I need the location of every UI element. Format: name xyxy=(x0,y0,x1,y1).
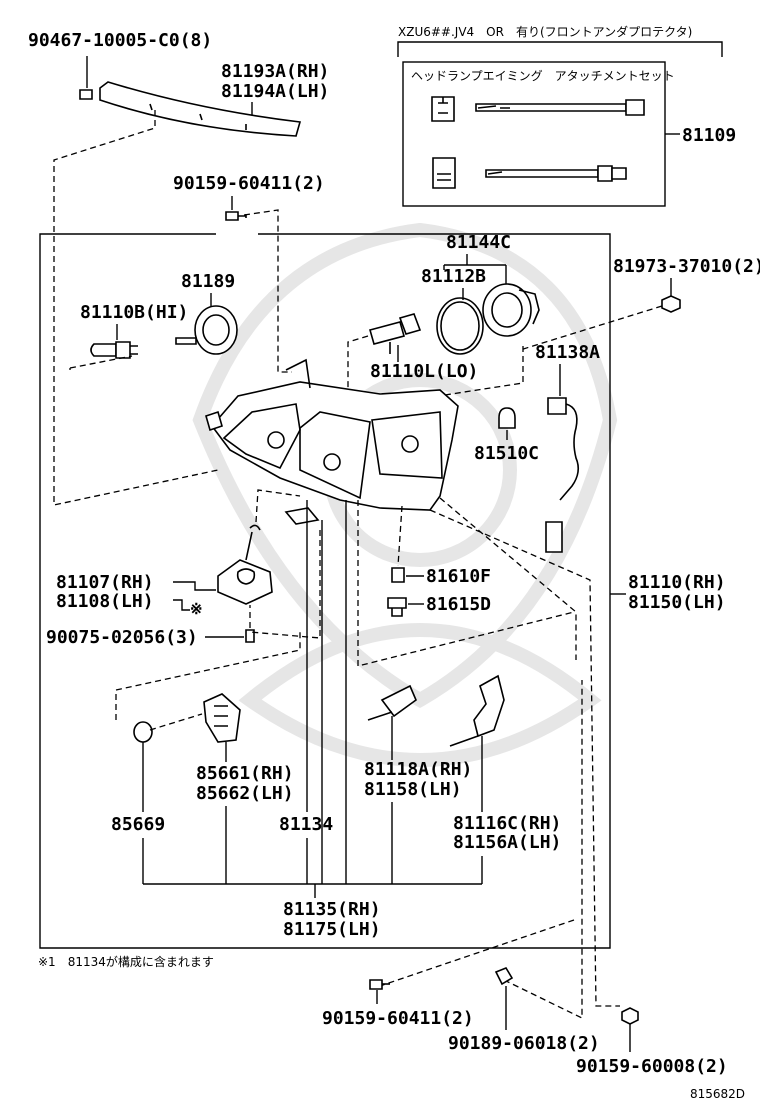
label-81108: 81108(LH) xyxy=(56,591,154,612)
label-mark-1: ※ xyxy=(190,600,203,618)
footnote: ※1 81134が構成に含まれます xyxy=(38,954,214,969)
screw-90159-top xyxy=(225,211,247,221)
motor-85661 xyxy=(203,693,241,743)
assembly-frame xyxy=(39,233,611,949)
label-81150: 81150(LH) xyxy=(628,592,726,613)
option-condition: XZU6##.JV4 OR 有り(フロントアンダプロテクタ) xyxy=(398,24,692,39)
label-90189: 90189-06018(2) xyxy=(448,1033,600,1054)
bulb-81610 xyxy=(391,567,405,583)
screw-90159-bottom xyxy=(369,979,390,990)
label-81615: 81615D xyxy=(426,594,491,615)
screw-90159-60008 xyxy=(621,1007,639,1025)
label-81510: 81510C xyxy=(474,443,539,464)
headlamp-housing xyxy=(210,358,459,511)
label-81144: 81144C xyxy=(446,232,511,253)
socket-wire-81138 xyxy=(545,397,580,553)
clip-90189 xyxy=(494,967,514,986)
label-81110b: 81110B(HI) xyxy=(80,302,188,323)
label-81138: 81138A xyxy=(535,342,600,363)
screw-90075 xyxy=(245,629,255,643)
bulb-81110l xyxy=(369,313,422,354)
cap-81112 xyxy=(482,283,540,337)
label-85669: 85669 xyxy=(111,814,165,835)
label-81156: 81156A(LH) xyxy=(453,832,561,853)
label-81193: 81193A(RH) xyxy=(221,61,329,82)
label-81116: 81116C(RH) xyxy=(453,813,561,834)
aiming-gauge-1 xyxy=(431,96,455,122)
label-81610: 81610F xyxy=(426,566,491,587)
nut-81973 xyxy=(661,295,681,313)
aiming-gauge-2 xyxy=(432,157,456,189)
gasket-81107 xyxy=(284,507,320,525)
clip-90467 xyxy=(79,89,93,100)
bulb-81510 xyxy=(498,407,516,429)
gasket-81144 xyxy=(436,297,484,355)
aiming-bolt-2 xyxy=(485,165,627,182)
socket-81189 xyxy=(175,305,238,355)
socket-81615 xyxy=(387,597,407,617)
leader-tree-81135 xyxy=(142,500,483,898)
bracket-81116 xyxy=(449,674,505,747)
label-81110l: 81110L(LO) xyxy=(370,361,478,382)
mount-bracket-left xyxy=(205,410,223,432)
ballast-81107 xyxy=(217,524,273,605)
label-90075: 90075-02056(3) xyxy=(46,627,198,648)
label-81112: 81112B xyxy=(421,266,486,287)
label-81109: 81109 xyxy=(682,125,736,146)
cover-81193 xyxy=(99,81,302,137)
label-81158: 81158(LH) xyxy=(364,779,462,800)
label-81175: 81175(LH) xyxy=(283,919,381,940)
label-81194: 81194A(LH) xyxy=(221,81,329,102)
o-ring-85669 xyxy=(133,721,153,743)
label-81135: 81135(RH) xyxy=(283,899,381,920)
aiming-bolt-1 xyxy=(475,99,645,116)
label-81189: 81189 xyxy=(181,271,235,292)
bulb-81110b xyxy=(90,341,138,359)
label-81973: 81973-37010(2) xyxy=(613,256,760,277)
label-90159-bottom: 90159-60411(2) xyxy=(322,1008,474,1029)
label-90467: 90467-10005-C0(8) xyxy=(28,30,212,51)
label-85662: 85662(LH) xyxy=(196,783,294,804)
label-90159-60008: 90159-60008(2) xyxy=(576,1056,728,1077)
option-box: XZU6##.JV4 OR 有り(フロントアンダプロテクタ) ヘッドランプエイミ… xyxy=(397,24,723,207)
label-81107: 81107(RH) xyxy=(56,572,154,593)
label-90159-top: 90159-60411(2) xyxy=(173,173,325,194)
label-85661: 85661(RH) xyxy=(196,763,294,784)
option-inner-title: ヘッドランプエイミング アタッチメントセット xyxy=(411,69,675,83)
bracket-81118 xyxy=(367,684,417,721)
diagram-number: 815682D xyxy=(690,1087,745,1101)
label-81110: 81110(RH) xyxy=(628,572,726,593)
label-81118: 81118A(RH) xyxy=(364,759,472,780)
label-81134: 81134 xyxy=(279,814,333,835)
